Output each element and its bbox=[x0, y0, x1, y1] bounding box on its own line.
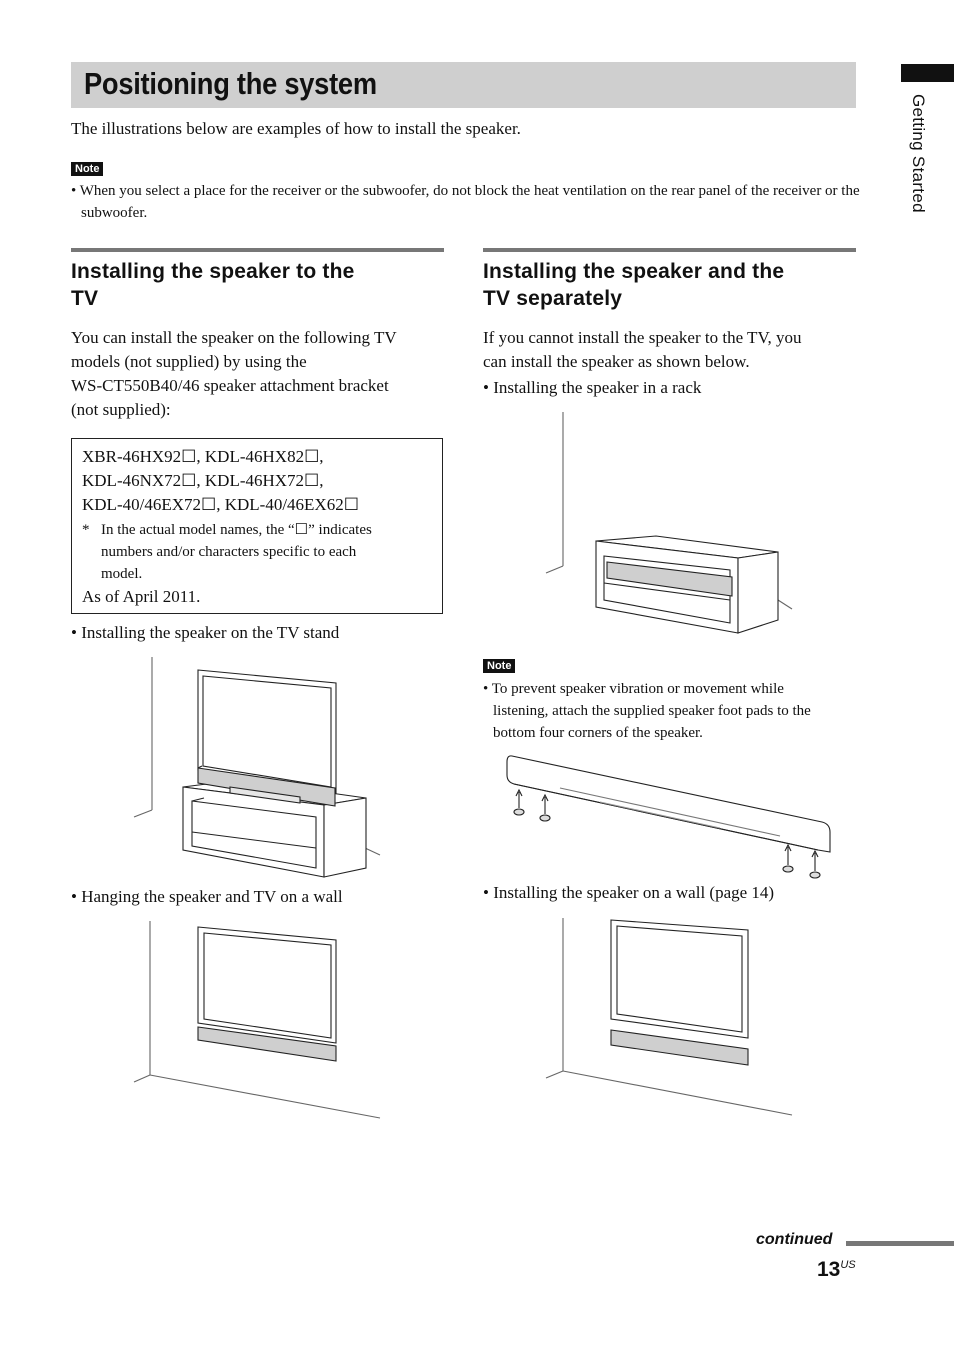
foot-pad bbox=[782, 843, 794, 873]
page-number: 13US bbox=[817, 1258, 856, 1281]
section-rule-right bbox=[483, 248, 856, 252]
continued-label: continued bbox=[756, 1231, 833, 1248]
foot-pad bbox=[809, 849, 821, 879]
page-title-bar: Positioning the system bbox=[71, 62, 856, 108]
left-paragraph: You can install the speaker on the follo… bbox=[71, 328, 397, 419]
supported-models-box: XBR-46HX92☐, KDL-46HX82☐, KDL-46NX72☐, K… bbox=[71, 438, 443, 614]
as-of-date: As of April 2011. bbox=[82, 587, 201, 606]
foot-pad bbox=[513, 788, 525, 816]
note-text: • When you select a place for the receiv… bbox=[71, 183, 860, 221]
side-tab-label: Getting Started bbox=[909, 94, 928, 213]
section-rule-left bbox=[71, 248, 444, 252]
models-line: KDL-46NX72☐, KDL-46HX72☐, bbox=[82, 471, 324, 490]
footnote: * In the actual model names, the “☐” ind… bbox=[82, 522, 372, 582]
continued-bar bbox=[846, 1241, 954, 1246]
right-note-text: • To prevent speaker vibration or moveme… bbox=[483, 681, 811, 741]
bullet-tv-stand: • Installing the speaker on the TV stand bbox=[71, 623, 340, 642]
bullet-wall-install: • Installing the speaker on a wall (page… bbox=[483, 883, 775, 902]
page-title: Positioning the system bbox=[84, 66, 377, 101]
bullet-rack: • Installing the speaker in a rack bbox=[483, 378, 702, 397]
models-line: XBR-46HX92☐, KDL-46HX82☐, bbox=[82, 447, 324, 466]
models-line: KDL-40/46EX72☐, KDL-40/46EX62☐ bbox=[82, 495, 359, 514]
foot-pad bbox=[539, 793, 551, 822]
note-badge: Note bbox=[71, 159, 104, 177]
right-paragraph: If you cannot install the speaker to the… bbox=[483, 328, 802, 371]
side-tab-marker bbox=[901, 64, 954, 82]
right-note-badge: Note bbox=[483, 656, 516, 674]
bullet-wall-hanging: • Hanging the speaker and TV on a wall bbox=[71, 887, 343, 906]
intro-text: The illustrations below are examples of … bbox=[71, 119, 521, 138]
